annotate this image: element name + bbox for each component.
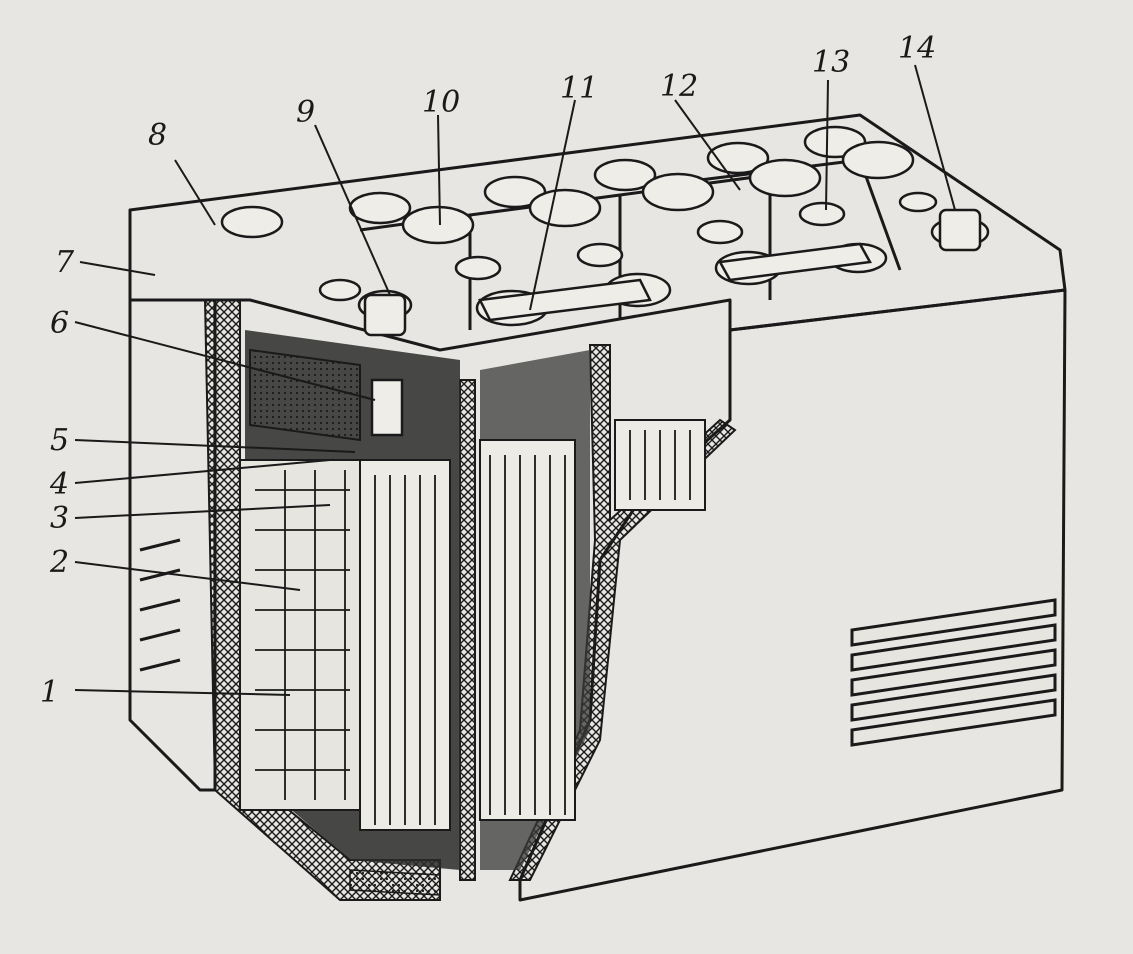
inter-cell-connector-1 — [478, 278, 652, 322]
callout-7: 7 — [55, 245, 75, 280]
plate-block-1 — [239, 459, 361, 811]
leader-10 — [437, 114, 441, 226]
leader-8 — [174, 159, 216, 226]
battery-drawing — [128, 113, 1067, 902]
plate-grid — [255, 470, 350, 800]
callout-12: 12 — [660, 69, 698, 104]
leader-6 — [74, 321, 376, 401]
callout-13: 13 — [812, 45, 850, 80]
callout-2: 2 — [49, 545, 69, 580]
leader-1 — [74, 689, 291, 696]
leader-7 — [79, 261, 156, 276]
callout-14: 14 — [898, 31, 936, 66]
callout-10: 10 — [422, 85, 460, 120]
grip-ribs-right — [850, 598, 1057, 747]
grip-ribs-left — [139, 538, 181, 672]
callout-5: 5 — [50, 423, 69, 458]
leader-9 — [314, 124, 391, 296]
callout-4: 4 — [49, 467, 69, 502]
inter-cell-connector-2 — [718, 242, 872, 282]
plate-block-3 — [479, 439, 576, 821]
leader-2 — [74, 561, 301, 591]
case-left-wall — [128, 210, 217, 792]
sediment-layer — [349, 869, 441, 896]
callout-1: 1 — [40, 675, 59, 710]
leader-3 — [74, 504, 331, 519]
leader-5 — [74, 439, 356, 453]
case-cut-wall-mid — [459, 379, 476, 881]
leader-4 — [74, 459, 331, 484]
leader-12 — [674, 99, 741, 191]
pole-terminal-post — [370, 378, 404, 437]
plate-fins — [374, 430, 691, 825]
lid-terminals — [318, 191, 990, 337]
callout-6: 6 — [50, 306, 69, 341]
leader-14 — [914, 64, 956, 211]
callout-9: 9 — [296, 95, 315, 130]
callout-3: 3 — [50, 501, 69, 536]
callout-11: 11 — [560, 71, 598, 106]
callout-8: 8 — [148, 118, 167, 153]
callout-labels: 1 2 3 4 5 6 7 8 9 10 11 12 13 14 — [40, 31, 936, 710]
callout-leaders — [74, 64, 956, 696]
leader-11 — [529, 99, 576, 311]
safety-mesh — [249, 348, 361, 442]
leader-13 — [825, 79, 829, 211]
